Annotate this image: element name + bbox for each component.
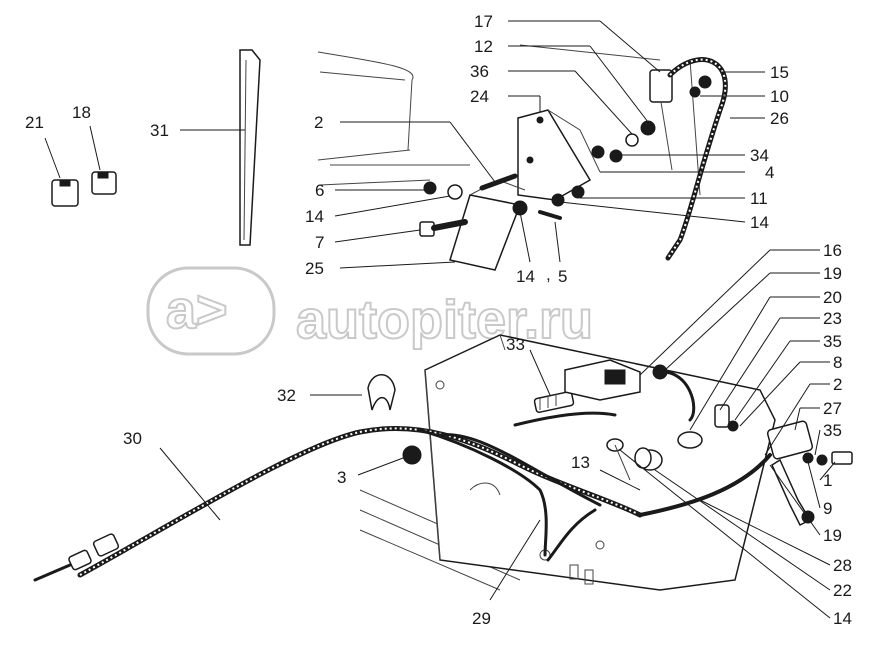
callout-8: 8 <box>833 353 842 372</box>
callout-separator: , <box>546 265 551 284</box>
callout-19-upper: 19 <box>823 264 842 283</box>
callout-28: 28 <box>833 556 852 575</box>
watermark-logo: a> <box>166 280 228 340</box>
callout-11: 11 <box>750 189 768 208</box>
callout-5: 5 <box>558 267 567 286</box>
sensor-27 <box>766 420 853 527</box>
relay-block-16 <box>564 359 641 401</box>
callout-35-lower: 35 <box>823 421 842 440</box>
callout-4: 4 <box>765 163 774 182</box>
callout-35-upper: 35 <box>823 332 842 351</box>
callout-14-upper-left: 14 <box>305 207 324 226</box>
relay-21 <box>51 179 79 207</box>
callout-34: 34 <box>750 146 769 165</box>
fitting-13 <box>606 438 631 481</box>
callout-10: 10 <box>770 87 789 106</box>
sleeve-33 <box>533 391 575 413</box>
grommet-3 <box>402 445 422 465</box>
callout-22: 22 <box>833 581 852 600</box>
bracket-strip-31 <box>239 49 261 246</box>
callout-18: 18 <box>72 103 91 122</box>
callout-16: 16 <box>823 241 842 260</box>
callout-32: 32 <box>277 386 296 405</box>
callout-21: 21 <box>25 113 44 132</box>
callout-19-lower: 19 <box>823 526 842 545</box>
callout-15: 15 <box>770 63 789 82</box>
callout-30: 30 <box>123 429 142 448</box>
connector-30 <box>33 533 120 582</box>
callout-33: 33 <box>506 335 525 354</box>
callout-12: 12 <box>474 37 493 56</box>
callout-20: 20 <box>823 288 842 307</box>
relay-18 <box>91 171 117 195</box>
callout-25: 25 <box>305 259 324 278</box>
mounting-bracket-24 <box>517 109 601 201</box>
callout-29: 29 <box>472 609 491 628</box>
leader-lines <box>44 20 836 619</box>
clip-32 <box>367 374 396 411</box>
watermark: a> autopiter.ru <box>146 266 594 356</box>
callout-36: 36 <box>470 62 489 81</box>
callout-14-lower: 14 <box>833 609 852 628</box>
callout-2-right: 2 <box>833 375 842 394</box>
callout-27: 27 <box>823 399 842 418</box>
frame-plate <box>424 334 776 591</box>
sensor-17 <box>649 69 673 171</box>
callout-23: 23 <box>823 309 842 328</box>
callout-1: 1 <box>823 471 832 490</box>
callout-14-center: 14 <box>516 267 535 286</box>
callout-31: 31 <box>150 121 169 140</box>
callout-17: 17 <box>474 12 493 31</box>
callout-24: 24 <box>470 87 489 106</box>
callout-14-upper-right: 14 <box>750 213 769 232</box>
callout-6: 6 <box>315 181 324 200</box>
watermark-text: autopiter.ru <box>296 290 593 350</box>
callout-3: 3 <box>337 468 346 487</box>
callout-26: 26 <box>770 109 789 128</box>
callout-labels: 17 12 36 24 2 15 10 26 34 4 6 14 11 14 7… <box>25 12 852 628</box>
bolt-2-top <box>479 173 518 191</box>
cable-26 <box>665 57 728 261</box>
fasteners-upper <box>423 120 656 220</box>
fasteners-right <box>652 364 739 449</box>
cab-body-upper <box>317 44 701 196</box>
bolt-7 <box>419 219 468 237</box>
callout-13: 13 <box>571 453 590 472</box>
callout-9: 9 <box>823 499 832 518</box>
callout-7: 7 <box>315 233 324 252</box>
callout-2-top: 2 <box>314 113 323 132</box>
